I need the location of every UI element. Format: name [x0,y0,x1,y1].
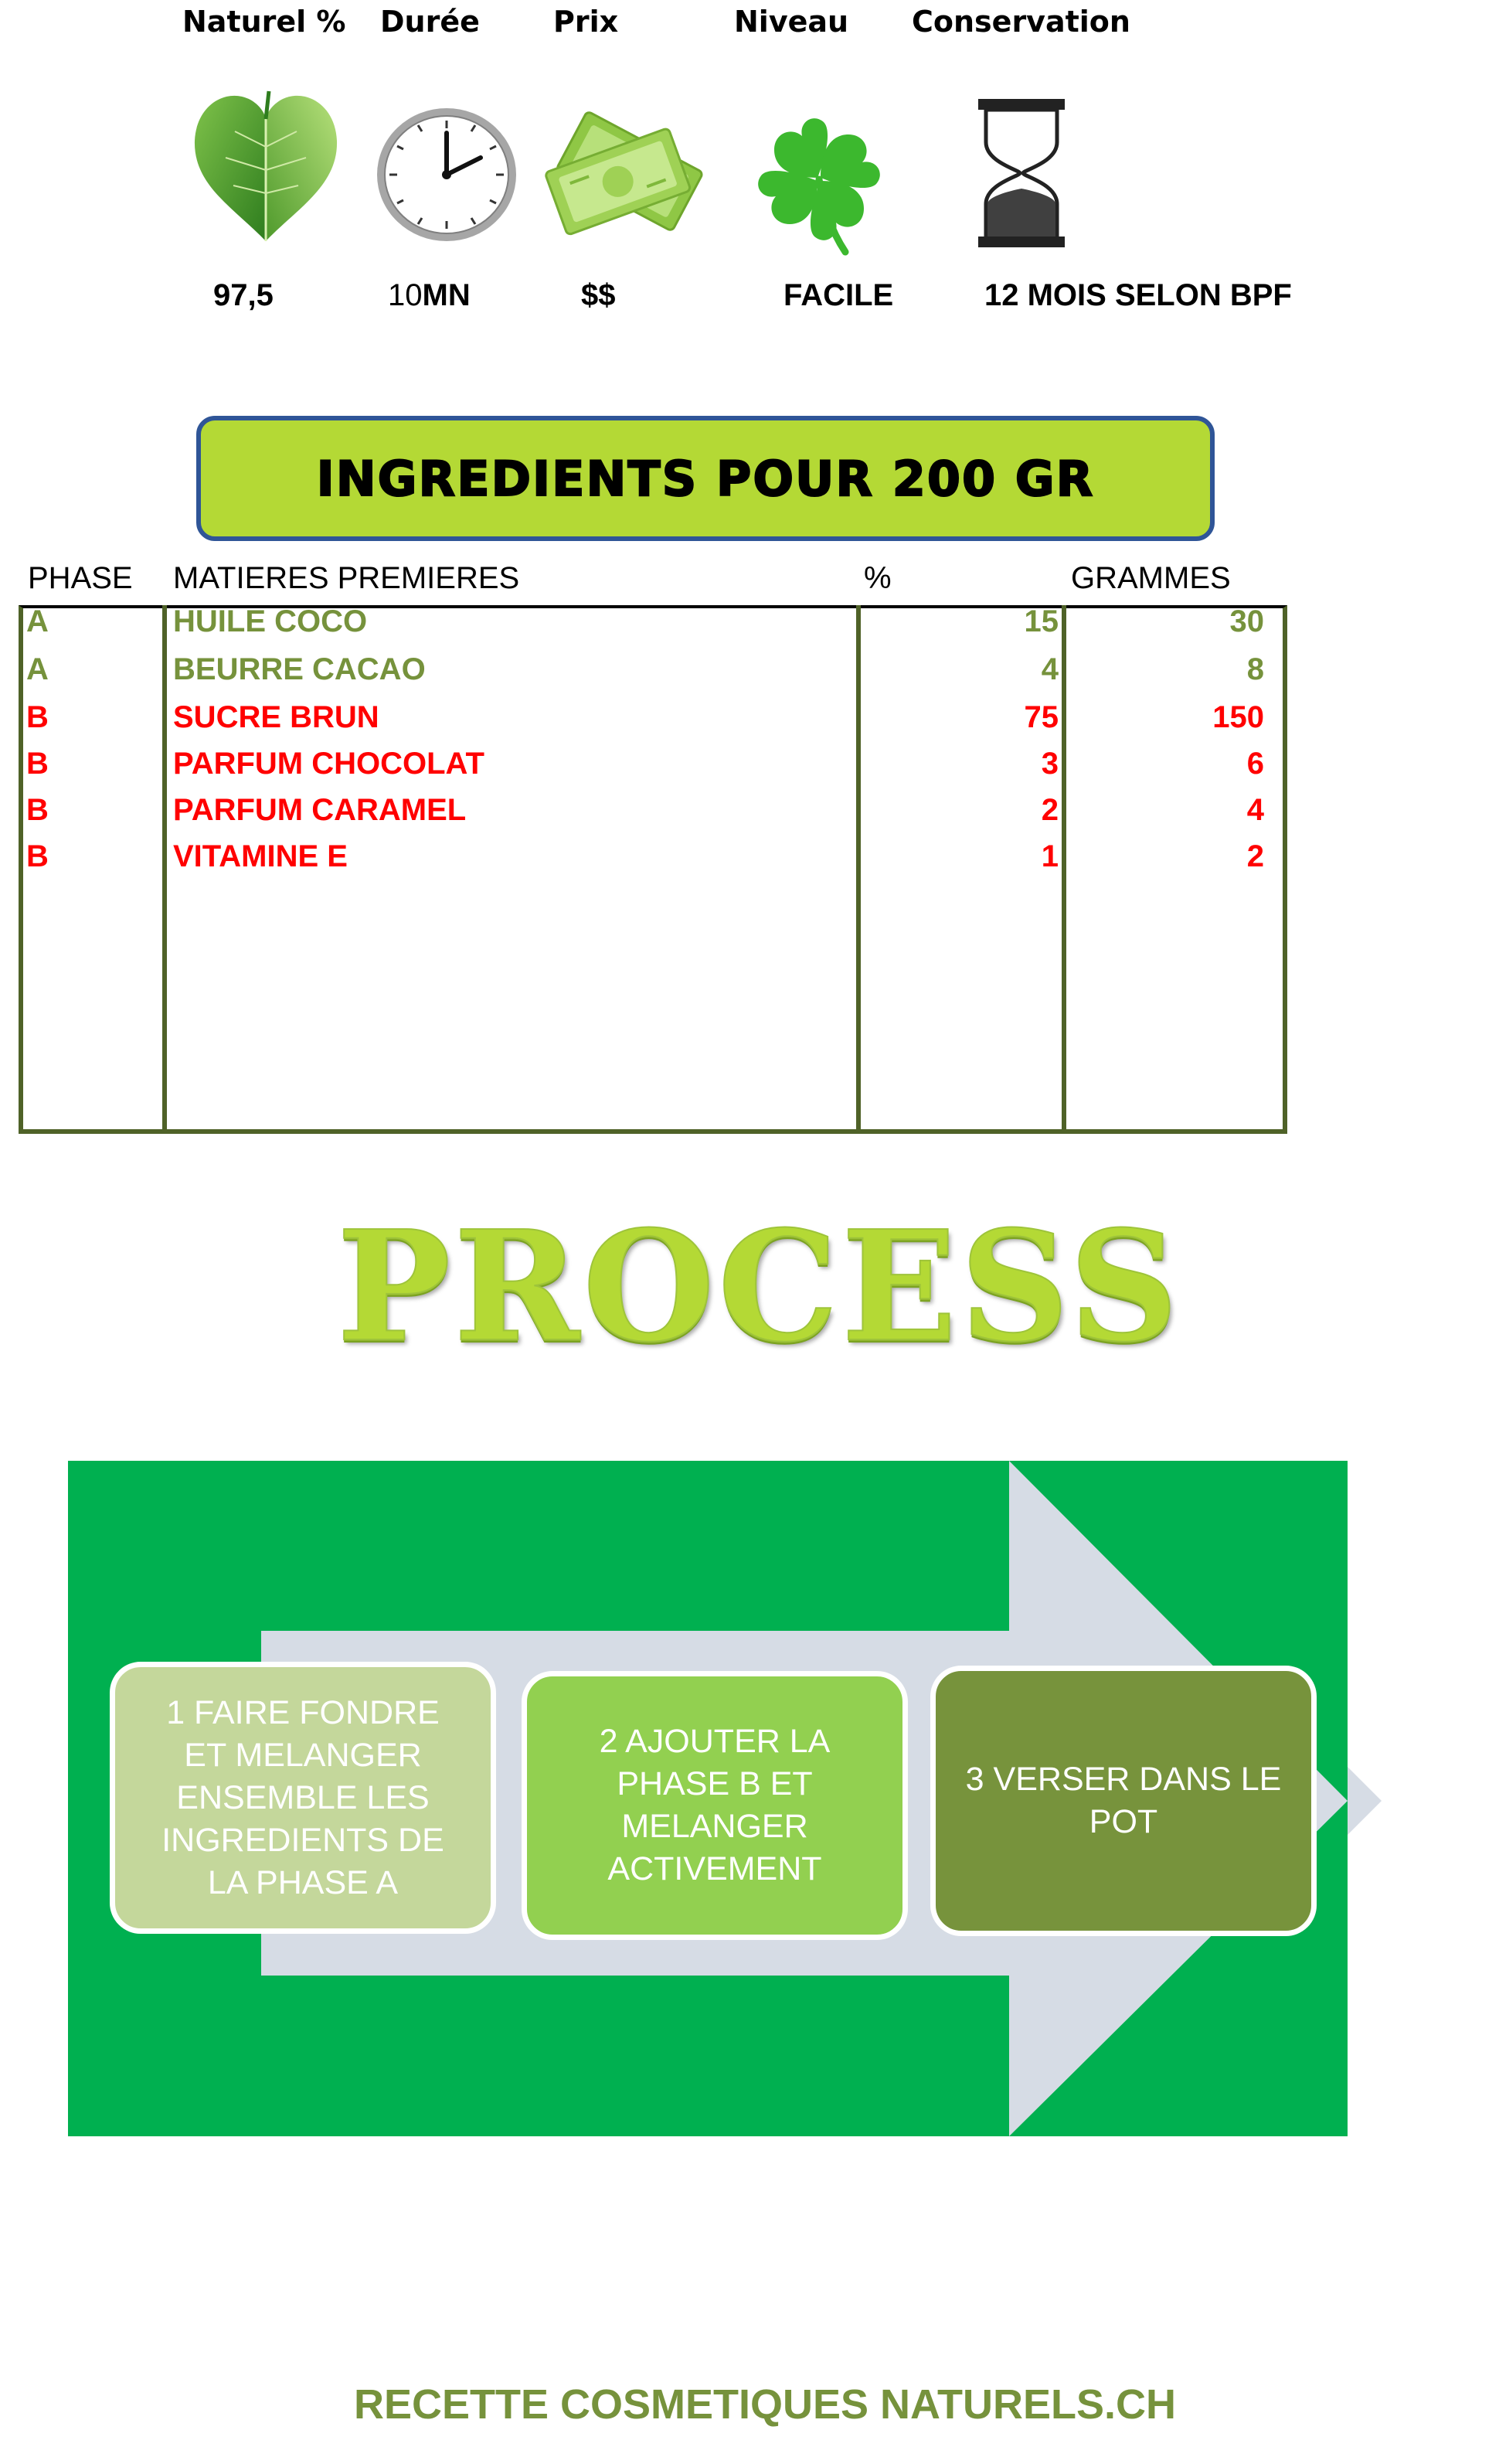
table-cell-grammes: 2 [1246,839,1264,873]
table-cell-matiere: HUILE COCO [173,604,368,638]
process-step-3: 3 VERSER DANS LE POT [930,1666,1317,1936]
table-cell-phase: B [26,793,49,827]
metric-label-duree: Durée [380,5,480,39]
leaf-heart-icon [194,90,338,241]
metric-value-duree: 10MN [388,278,471,313]
table-cell-grammes: 6 [1246,747,1264,781]
metric-label-niveau: Niveau [734,5,849,39]
table-cell-matiere: BEURRE CACAO [173,652,426,686]
table-cell-phase: A [26,652,49,686]
four-leaf-clover-icon [758,118,880,256]
table-cell-percent: 3 [1041,747,1059,781]
table-cell-percent: 75 [1024,700,1059,734]
metric-label-conservation: Conservation [912,5,1130,39]
table-header-matiere: MATIERES PREMIERES [173,561,520,595]
ingredients-title: INGREDIENTS POUR 200 GR [316,450,1095,508]
clock-icon [377,108,516,241]
banknotes-icon [545,111,703,236]
hourglass-icon [978,99,1065,247]
table-cell-matiere: VITAMINE E [173,839,348,873]
metric-value-prix: $$ [581,278,616,312]
table-cell-matiere: SUCRE BRUN [173,700,379,734]
process-title: PROCESS [336,1197,1182,1377]
footer-text: RECETTE COSMETIQUES NATURELS.CH [353,2381,1177,2428]
metric-value-naturel: 97,5 [213,278,274,312]
table-cell-grammes: 4 [1246,793,1264,827]
metric-value-duree-unit: MN [422,278,471,312]
table-cell-percent: 1 [1041,839,1059,873]
process-diagram: 1 FAIRE FONDRE ET MELANGER ENSEMBLE LES … [68,1461,1382,2136]
table-header-phase: PHASE [28,561,133,595]
metric-label-prix: Prix [553,5,619,39]
ingredients-banner: INGREDIENTS POUR 200 GR [196,416,1215,541]
ingredients-table [19,605,1287,1134]
table-cell-grammes: 30 [1229,604,1265,638]
metric-label-naturel: Naturel % [182,5,346,39]
table-cell-phase: A [26,604,49,638]
metric-value-duree-number: 10 [388,278,423,312]
table-cell-grammes: 150 [1212,700,1264,734]
table-cell-percent: 15 [1024,604,1059,638]
process-step-1: 1 FAIRE FONDRE ET MELANGER ENSEMBLE LES … [110,1662,496,1934]
table-cell-percent: 4 [1041,652,1059,686]
table-cell-matiere: PARFUM CHOCOLAT [173,747,484,781]
table-cell-phase: B [26,839,49,873]
table-cell-phase: B [26,700,49,734]
metric-value-conservation: 12 MOIS SELON BPF [984,278,1292,312]
table-cell-percent: 2 [1041,793,1059,827]
table-column-divider [856,605,861,1134]
table-header-percent: % [864,561,892,595]
table-header-grammes: GRAMMES [1071,561,1231,595]
table-cell-phase: B [26,747,49,781]
table-column-divider [162,605,167,1134]
table-cell-matiere: PARFUM CARAMEL [173,793,467,827]
process-step-2: 2 AJOUTER LA PHASE B ET MELANGER ACTIVEM… [522,1671,908,1940]
table-cell-grammes: 8 [1246,652,1264,686]
metric-value-niveau: FACILE [783,278,894,312]
table-column-divider [1062,605,1066,1134]
